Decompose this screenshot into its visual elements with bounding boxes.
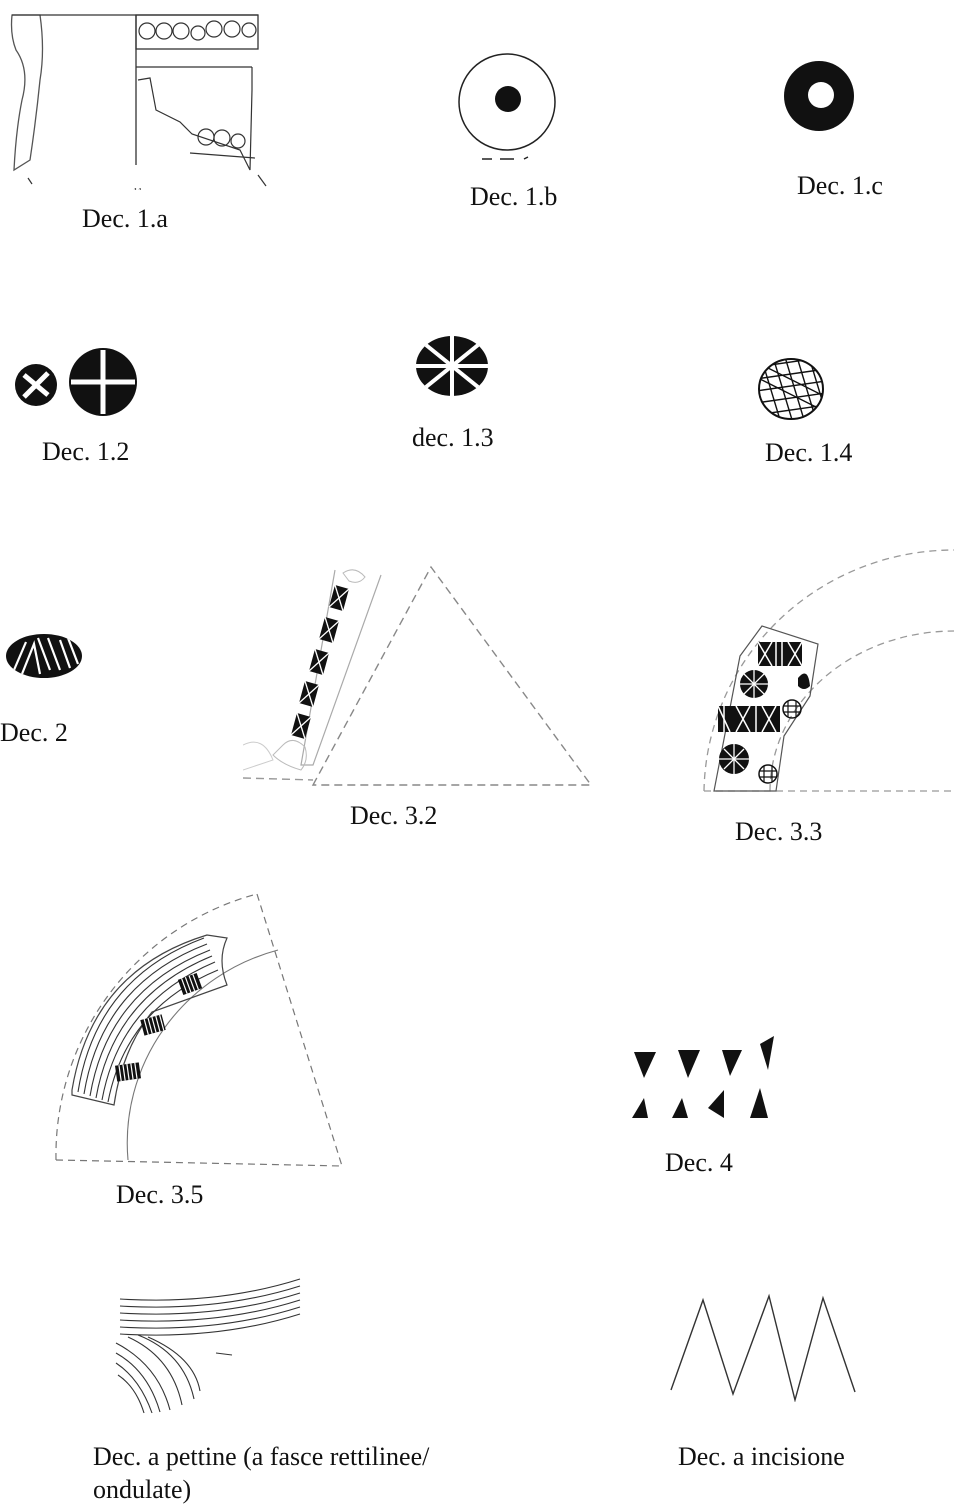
dec-2-caption: Dec. 2 bbox=[0, 718, 68, 747]
dec-33-caption: Dec. 3.3 bbox=[735, 817, 823, 846]
dec-33-drawing bbox=[700, 546, 955, 796]
dec-32-drawing bbox=[243, 565, 595, 793]
dec-4-drawing bbox=[620, 1032, 780, 1124]
dec-32-caption: Dec. 3.2 bbox=[350, 801, 438, 830]
dec-pettine-caption: Dec. a pettine (a fasce rettilinee/ ondu… bbox=[93, 1442, 430, 1504]
dec-1c-drawing bbox=[780, 57, 860, 137]
dec-12-drawing bbox=[10, 345, 140, 420]
dec-2-drawing bbox=[4, 630, 86, 682]
dec-35-caption: Dec. 3.5 bbox=[116, 1180, 204, 1209]
dec-incisione-caption: Dec. a incisione bbox=[678, 1442, 845, 1471]
dec-1c-caption: Dec. 1.c bbox=[797, 171, 883, 200]
dec-1a-caption: Dec. 1.a bbox=[82, 204, 168, 233]
dec-incisione-drawing bbox=[665, 1292, 860, 1402]
dec-14-caption: Dec. 1.4 bbox=[765, 438, 853, 467]
dec-4-caption: Dec. 4 bbox=[665, 1148, 733, 1177]
dec-12-caption: Dec. 1.2 bbox=[42, 437, 130, 466]
dec-1a-drawing: 11 bbox=[0, 10, 275, 190]
dec-13-caption: dec. 1.3 bbox=[412, 423, 494, 452]
dec-1b-drawing bbox=[452, 52, 562, 162]
rim-mark: 11 bbox=[133, 187, 143, 190]
dec-pettine-drawing bbox=[108, 1275, 308, 1415]
dec-13-drawing bbox=[412, 334, 492, 399]
dec-14-drawing bbox=[756, 357, 828, 423]
dec-1b-caption: Dec. 1.b bbox=[470, 182, 558, 211]
dec-35-drawing bbox=[52, 890, 347, 1170]
